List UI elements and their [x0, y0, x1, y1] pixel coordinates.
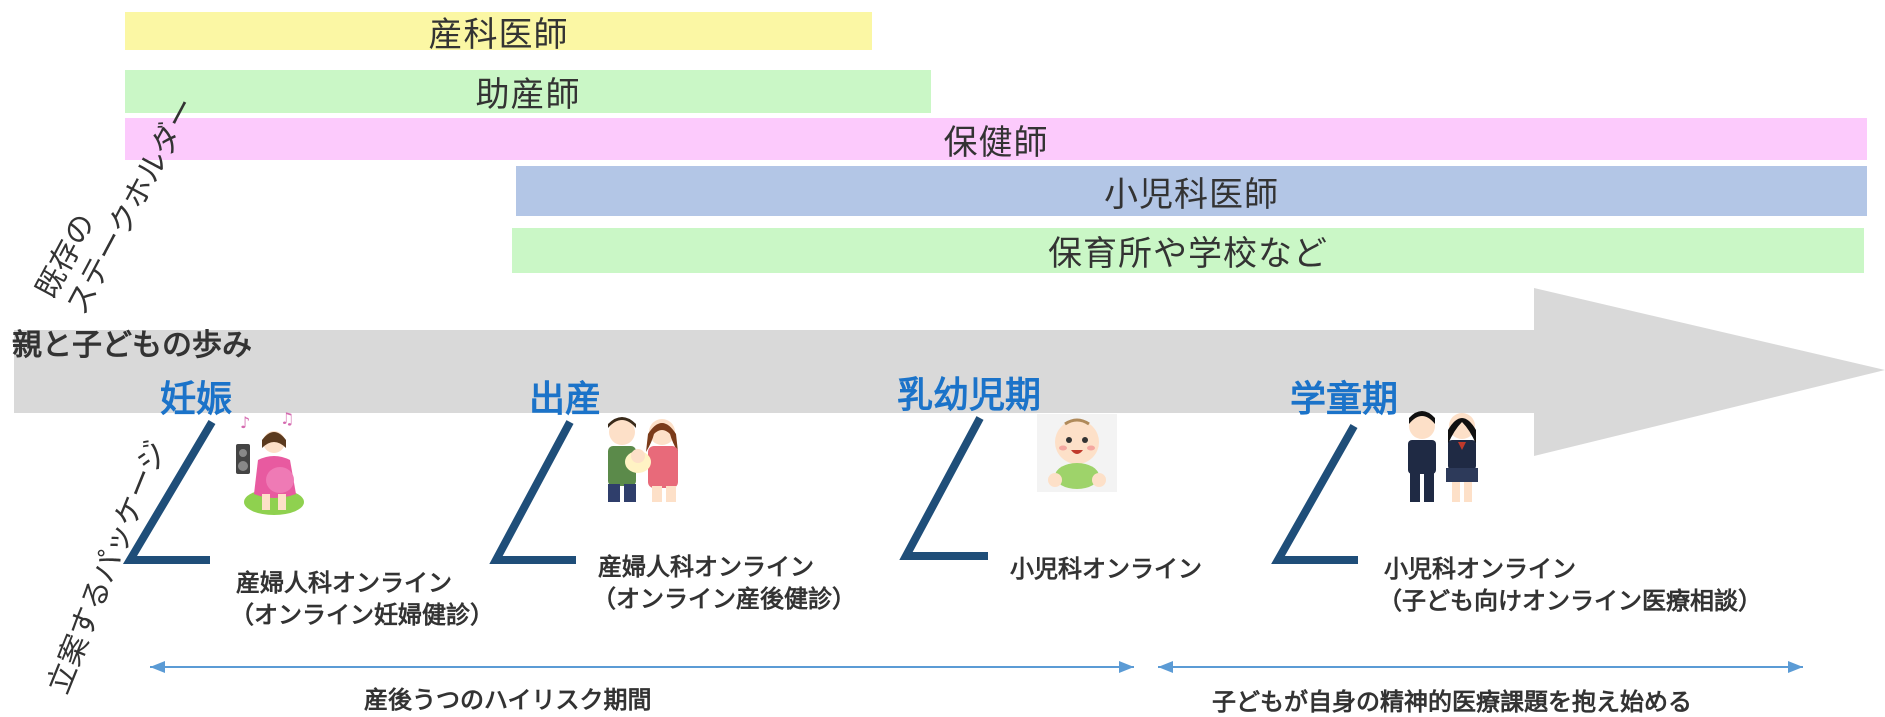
period-arrow-head-left	[150, 661, 165, 673]
svg-text:♪: ♪	[240, 413, 250, 432]
period-arrow-head-right	[1788, 661, 1803, 673]
connector-childbirth	[489, 420, 576, 564]
period-arrow-head-right	[1119, 661, 1134, 673]
package-title: 小児科オンライン	[1384, 555, 1576, 583]
period-label-mental-health: 子どもが自身の精神的医療課題を抱え始める	[1212, 688, 1692, 716]
package-postpartum: 産婦人科オンライン （オンライン産後健診）	[592, 552, 856, 615]
period-arrow-head-left	[1158, 661, 1173, 673]
stage-pregnancy: 妊娠	[160, 379, 233, 420]
package-infancy: 小児科オンライン	[1010, 554, 1202, 586]
package-pregnancy: 産婦人科オンライン （オンライン妊婦健診）	[230, 568, 494, 631]
parents-with-baby-icon	[608, 417, 678, 502]
stage-school-age: 学童期	[1290, 379, 1399, 420]
connector-pregnancy	[122, 419, 216, 564]
package-title: 小児科オンライン	[1010, 555, 1202, 583]
package-school-age: 小児科オンライン （子ども向けオンライン医療相談）	[1378, 554, 1762, 617]
stakeholder-bar-pediatrician: 小児科医師	[516, 166, 1867, 216]
stakeholder-label: 助産師	[475, 75, 581, 115]
package-subtitle: （オンライン妊婦健診）	[230, 600, 494, 629]
package-subtitle: （オンライン産後健診）	[592, 584, 856, 613]
stakeholder-bar-obstetrician: 産科医師	[125, 12, 872, 55]
package-title: 産婦人科オンライン	[598, 553, 814, 581]
stage-infancy: 乳幼児期	[897, 375, 1042, 416]
stage-childbirth: 出産	[529, 379, 602, 420]
pregnant-woman-icon: ♪ ♫	[236, 410, 304, 515]
journey-arrow-shape	[14, 288, 1885, 456]
stakeholder-label: 産科医師	[428, 14, 569, 55]
stakeholder-bar-schools: 保育所や学校など	[512, 228, 1864, 274]
journey-arrow	[14, 288, 1885, 456]
connector-infancy	[899, 416, 988, 560]
svg-text:♫: ♫	[280, 410, 294, 428]
period-label-postpartum: 産後うつのハイリスク期間	[364, 686, 652, 714]
package-title: 産婦人科オンライン	[236, 569, 452, 597]
journey-title: 親と子どもの歩み	[12, 328, 252, 363]
connector-school-age	[1271, 424, 1358, 564]
schoolchildren-icon	[1408, 411, 1478, 502]
stakeholder-label: 保健師	[943, 122, 1049, 163]
baby-icon	[1037, 414, 1117, 492]
package-subtitle: （子ども向けオンライン医療相談）	[1378, 586, 1762, 615]
stakeholder-bar-public-health-nurse: 保健師	[125, 118, 1867, 163]
stakeholder-label: 保育所や学校など	[1048, 234, 1328, 274]
stakeholder-bar-midwife: 助産師	[125, 70, 931, 115]
stakeholder-label: 小児科医師	[1104, 174, 1279, 215]
